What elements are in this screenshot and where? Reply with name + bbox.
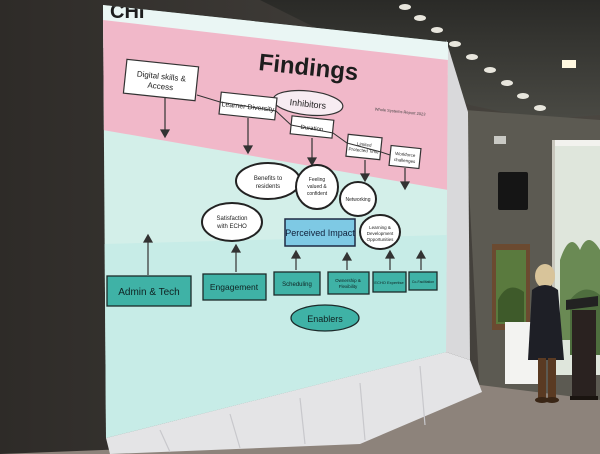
box-ownership-line2: Flexibility <box>339 284 358 289</box>
enablers-label: Enablers <box>307 314 343 324</box>
box-digital-skills <box>122 58 200 102</box>
box-echo-expertise-label: ECHO Expertise <box>374 280 404 285</box>
bubble-learning-line2: Development <box>367 231 394 236</box>
box-admin-tech <box>106 275 192 307</box>
bubble-benefits-line2: residents <box>256 184 280 190</box>
perceived-impact-label: Perceived Impact <box>285 228 355 238</box>
bubble-learning-line1: Learning & <box>369 225 391 230</box>
projected-slide: CHI Findings Inhibitors Whole Systems Re… <box>103 1 448 438</box>
box-engagement <box>202 273 267 301</box>
down-arrows <box>159 98 411 191</box>
inhibitor-connector <box>196 94 391 156</box>
slide-logo: CHI <box>110 1 144 23</box>
bubble-feeling-line3: confident <box>307 191 328 197</box>
screen-folds <box>159 365 426 453</box>
perceived-impact-box <box>284 218 356 247</box>
source-note: Whole Systems Report 2023 <box>375 106 427 116</box>
box-admin-tech-label: Admin & Tech <box>118 287 180 298</box>
bubble-networking <box>339 181 377 217</box>
box-ownership-line1: Ownership & <box>335 278 361 283</box>
bubble-benefits-line1: Benefits to <box>254 176 283 182</box>
impact-bubbles <box>201 162 401 250</box>
box-workforce <box>388 144 422 170</box>
bubble-networking-label: Networking <box>345 197 370 203</box>
enabler-boxes <box>106 271 438 307</box>
screen-edge <box>446 40 470 360</box>
box-engagement-label: Engagement <box>210 282 259 292</box>
presenter <box>528 264 564 403</box>
bubble-satisfaction-line2: with ECHO <box>216 224 247 230</box>
up-arrows <box>142 233 427 275</box>
lectern <box>566 296 598 400</box>
box-protected-time-line2: Protected Time <box>348 146 379 154</box>
box-co-facilitation-label: Co-Facilitation <box>412 280 434 284</box>
box-workforce-line2: challenges <box>394 157 417 164</box>
ceiling-lights <box>399 4 576 111</box>
box-ownership <box>327 271 370 295</box>
screen-lower <box>106 352 482 454</box>
painting <box>492 244 530 330</box>
bubble-satisfaction-line1: Satisfaction <box>216 216 247 222</box>
box-scheduling <box>273 271 321 296</box>
box-protected-time-line1: Limited <box>357 141 372 148</box>
box-scheduling-label: Scheduling <box>282 282 312 288</box>
box-co-facilitation <box>408 271 438 291</box>
bubble-learning <box>359 214 401 250</box>
box-workforce-line1: Workforce <box>395 151 416 158</box>
bubble-feeling-line1: Feeling <box>309 177 326 183</box>
box-echo-expertise <box>372 271 407 293</box>
box-digital-skills-line2: Access <box>147 81 174 93</box>
bubble-feeling-line2: valued & <box>307 184 327 190</box>
bubble-learning-line3: Opportunities <box>367 237 395 242</box>
inhibitors-label: Inhibitors <box>289 97 327 111</box>
bubble-satisfaction <box>201 202 263 242</box>
enablers-oval <box>290 304 360 332</box>
speaker <box>498 172 528 210</box>
camera <box>494 136 506 144</box>
bubble-feeling-valued <box>295 164 339 210</box>
